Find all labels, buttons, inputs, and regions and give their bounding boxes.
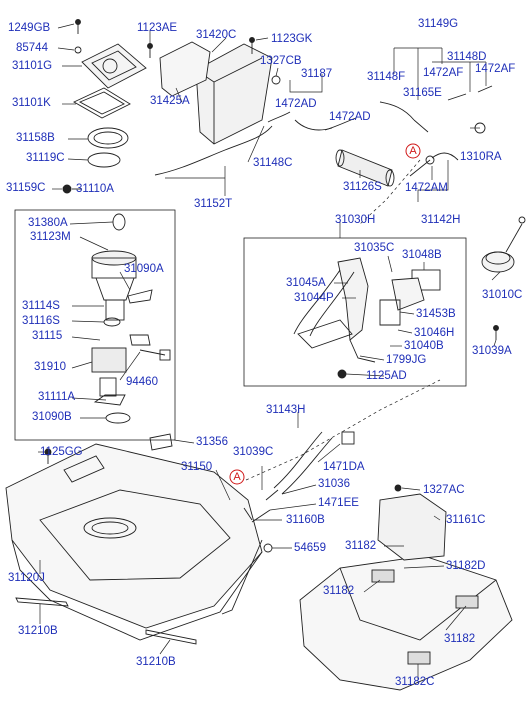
part-label-1472AD-b: 1472AD [329,111,371,123]
part-label-1472AF-a: 1472AF [423,67,464,79]
part-label-54659: 54659 [294,542,326,554]
part-label-31187: 31187 [301,68,333,80]
part-label-31182-c: 31182 [444,633,476,645]
part-label-31425A: 31425A [150,95,190,107]
part-label-31111A: 31111A [38,391,76,403]
part-label-31210B-b: 31210B [136,656,176,668]
part-label-31120J: 31120J [8,572,45,584]
part-label-31143H: 31143H [266,404,306,416]
part-label-31380A: 31380A [28,217,68,229]
part-label-31045A: 31045A [286,277,326,289]
part-label-31039A: 31039A [472,345,512,357]
gasket-ring-part [73,87,131,119]
part-label-85744: 85744 [16,42,48,54]
tank-shield-part [299,484,513,691]
part-label-31119C: 31119C [26,152,65,164]
part-label-31036: 31036 [318,478,350,490]
part-label-94460: 94460 [126,376,158,388]
reference-marker-a-bottom: A [233,471,241,483]
part-label-31356: 31356 [196,436,228,448]
part-label-1327CB: 1327CB [260,55,302,67]
part-label-31044P: 31044P [294,292,334,304]
vent-valve-part [335,149,395,187]
part-label-1125GG: 1125GG [40,446,83,458]
vent-hose-part [154,111,357,176]
part-label-31090B: 31090B [32,411,72,423]
leader-lines [38,23,501,680]
part-label-31035C: 31035C [354,242,395,254]
tank-strap-part [15,539,273,645]
part-label-31182-a: 31182 [345,540,377,552]
part-label-31114S: 31114S [22,300,60,312]
part-label-31182D: 31182D [446,560,486,572]
part-label-31101K: 31101K [12,97,51,109]
part-label-1471DA: 1471DA [323,461,365,473]
part-label-31182C: 31182C [395,676,435,688]
part-label-1327AC: 1327AC [423,484,465,496]
part-label-1472AM: 1472AM [405,182,448,194]
part-label-31910: 31910 [34,361,66,373]
filler-neck-part [293,257,441,379]
part-label-31126S: 31126S [343,181,382,193]
part-label-31142H: 31142H [421,214,461,226]
cover-plate-part [74,19,147,89]
part-label-31165E: 31165E [403,87,442,99]
part-label-1310RA: 1310RA [460,151,502,163]
part-label-31152T: 31152T [194,198,233,210]
part-label-31010C: 31010C [482,289,523,301]
part-label-31123M: 31123M [30,231,71,243]
part-label-31048B: 31048B [402,249,442,261]
part-label-31090A: 31090A [124,263,164,275]
part-label-1799JG: 1799JG [386,354,427,366]
part-label-31039C: 31039C [233,446,274,458]
part-label-1471EE: 1471EE [318,497,359,509]
part-label-1249GB: 1249GB [8,22,51,34]
reference-marker-circles [229,143,421,485]
part-label-1472AD-a: 1472AD [275,98,317,110]
part-label-1125AD: 1125AD [366,370,407,382]
part-label-31210B-a: 31210B [18,625,58,637]
part-label-1472AF-b: 1472AF [475,63,516,75]
part-label-1123GK: 1123GK [271,33,313,45]
part-label-31040B: 31040B [404,340,444,352]
part-label-31101G: 31101G [12,60,53,72]
filler-hose-part [243,431,355,523]
fuel-tank-part [5,433,263,641]
part-label-31115: 31115 [32,330,63,342]
part-label-31420C: 31420C [196,29,237,41]
part-label-31148F: 31148F [367,71,406,83]
filler-neck-box [243,237,467,387]
part-label-31148C: 31148C [253,157,293,169]
part-label-31149G: 31149G [418,18,459,30]
part-label-31161C: 31161C [446,514,486,526]
fuel-pump-module-part [91,213,171,424]
part-label-31148D: 31148D [447,51,487,63]
part-label-31182-b: 31182 [323,585,355,597]
fuel-pump-module-box [14,209,176,441]
fuel-cap-part [481,216,526,340]
canister-part [147,37,281,145]
part-label-1123AE: 1123AE [137,22,178,34]
part-label-31158B: 31158B [16,132,55,144]
part-label-31110A: 31110A [76,183,114,195]
part-label-31160B: 31160B [286,514,325,526]
reference-marker-a-top: A [409,145,417,157]
part-label-31159C: 31159C [6,182,46,194]
part-label-31116S: 31116S [22,315,60,327]
part-label-31046H: 31046H [414,327,455,339]
part-label-31030H: 31030H [335,214,376,226]
part-label-31453B: 31453B [416,308,456,320]
part-label-31150: 31150 [181,461,213,473]
